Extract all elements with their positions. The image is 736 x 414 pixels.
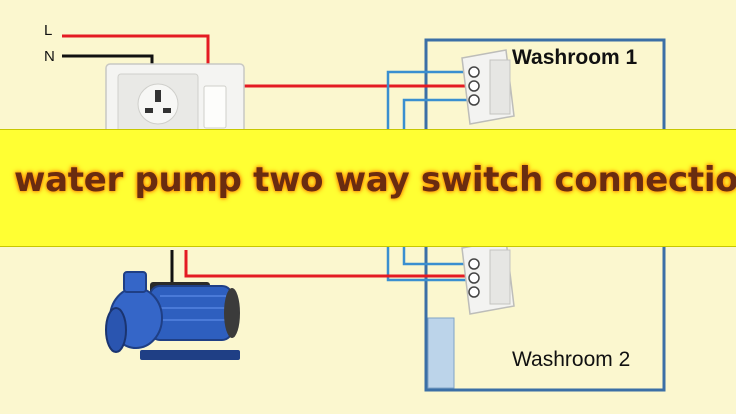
socket-rocker-switch xyxy=(203,85,227,129)
switch-2-terminal-b xyxy=(468,286,480,298)
two-way-switch-1 xyxy=(461,49,515,125)
pump-inlet xyxy=(105,307,127,353)
switch-1-terminal-b xyxy=(468,94,480,106)
socket-pin-right xyxy=(163,108,171,113)
live-wire xyxy=(62,34,470,88)
socket-panel xyxy=(105,63,245,141)
banner-title: water pump two way switch connection xyxy=(14,160,736,200)
cabinet-bottom xyxy=(427,317,455,389)
switch-2-terminal-c xyxy=(468,272,480,284)
socket-pin-earth xyxy=(155,90,161,102)
switch-1-rocker xyxy=(489,59,511,115)
neutral-label: N xyxy=(44,48,55,65)
washroom-1-label: Washroom 1 xyxy=(512,46,638,69)
switch-1-terminal-a xyxy=(468,66,480,78)
pump-outlet xyxy=(123,271,147,293)
title-banner xyxy=(0,129,736,247)
pump-live-wire xyxy=(184,250,470,278)
socket-pin-left xyxy=(145,108,153,113)
switch-1-terminal-c xyxy=(468,80,480,92)
pump-motor-end-cap xyxy=(224,288,240,338)
switch-2-rocker xyxy=(489,249,511,305)
water-pump xyxy=(105,271,240,360)
socket-outlet xyxy=(137,83,179,125)
switch-2-terminal-a xyxy=(468,258,480,270)
two-way-switch-2 xyxy=(461,239,515,315)
live-label: L xyxy=(44,22,53,39)
pump-base xyxy=(140,350,240,360)
washroom-2-label: Washroom 2 xyxy=(512,348,631,371)
